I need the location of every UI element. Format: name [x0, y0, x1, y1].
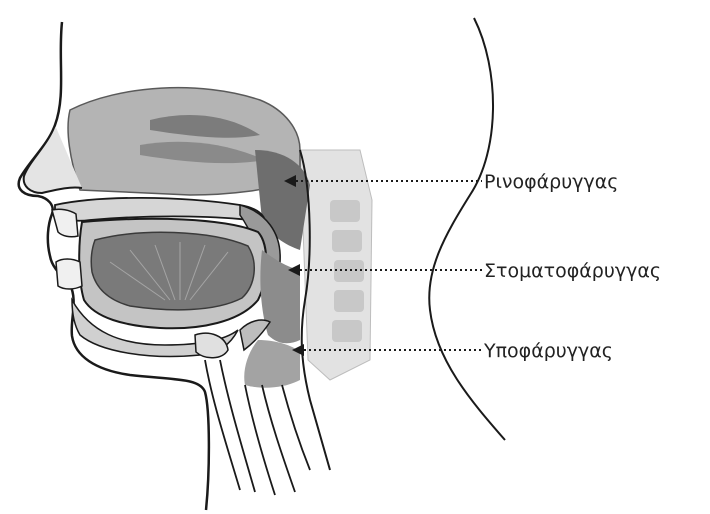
lower-teeth [56, 259, 82, 289]
tongue [91, 232, 254, 310]
head-back-outline [429, 18, 505, 440]
hypopharynx-region [244, 340, 300, 388]
label-nasopharynx: Ρινοφάρυγγας [484, 171, 618, 193]
label-oropharynx: Στοματοφάρυγγας [484, 260, 661, 282]
upper-teeth [52, 209, 78, 237]
oropharynx-region [260, 250, 300, 343]
label-hypopharynx: Υποφάρυγγας [483, 340, 613, 362]
